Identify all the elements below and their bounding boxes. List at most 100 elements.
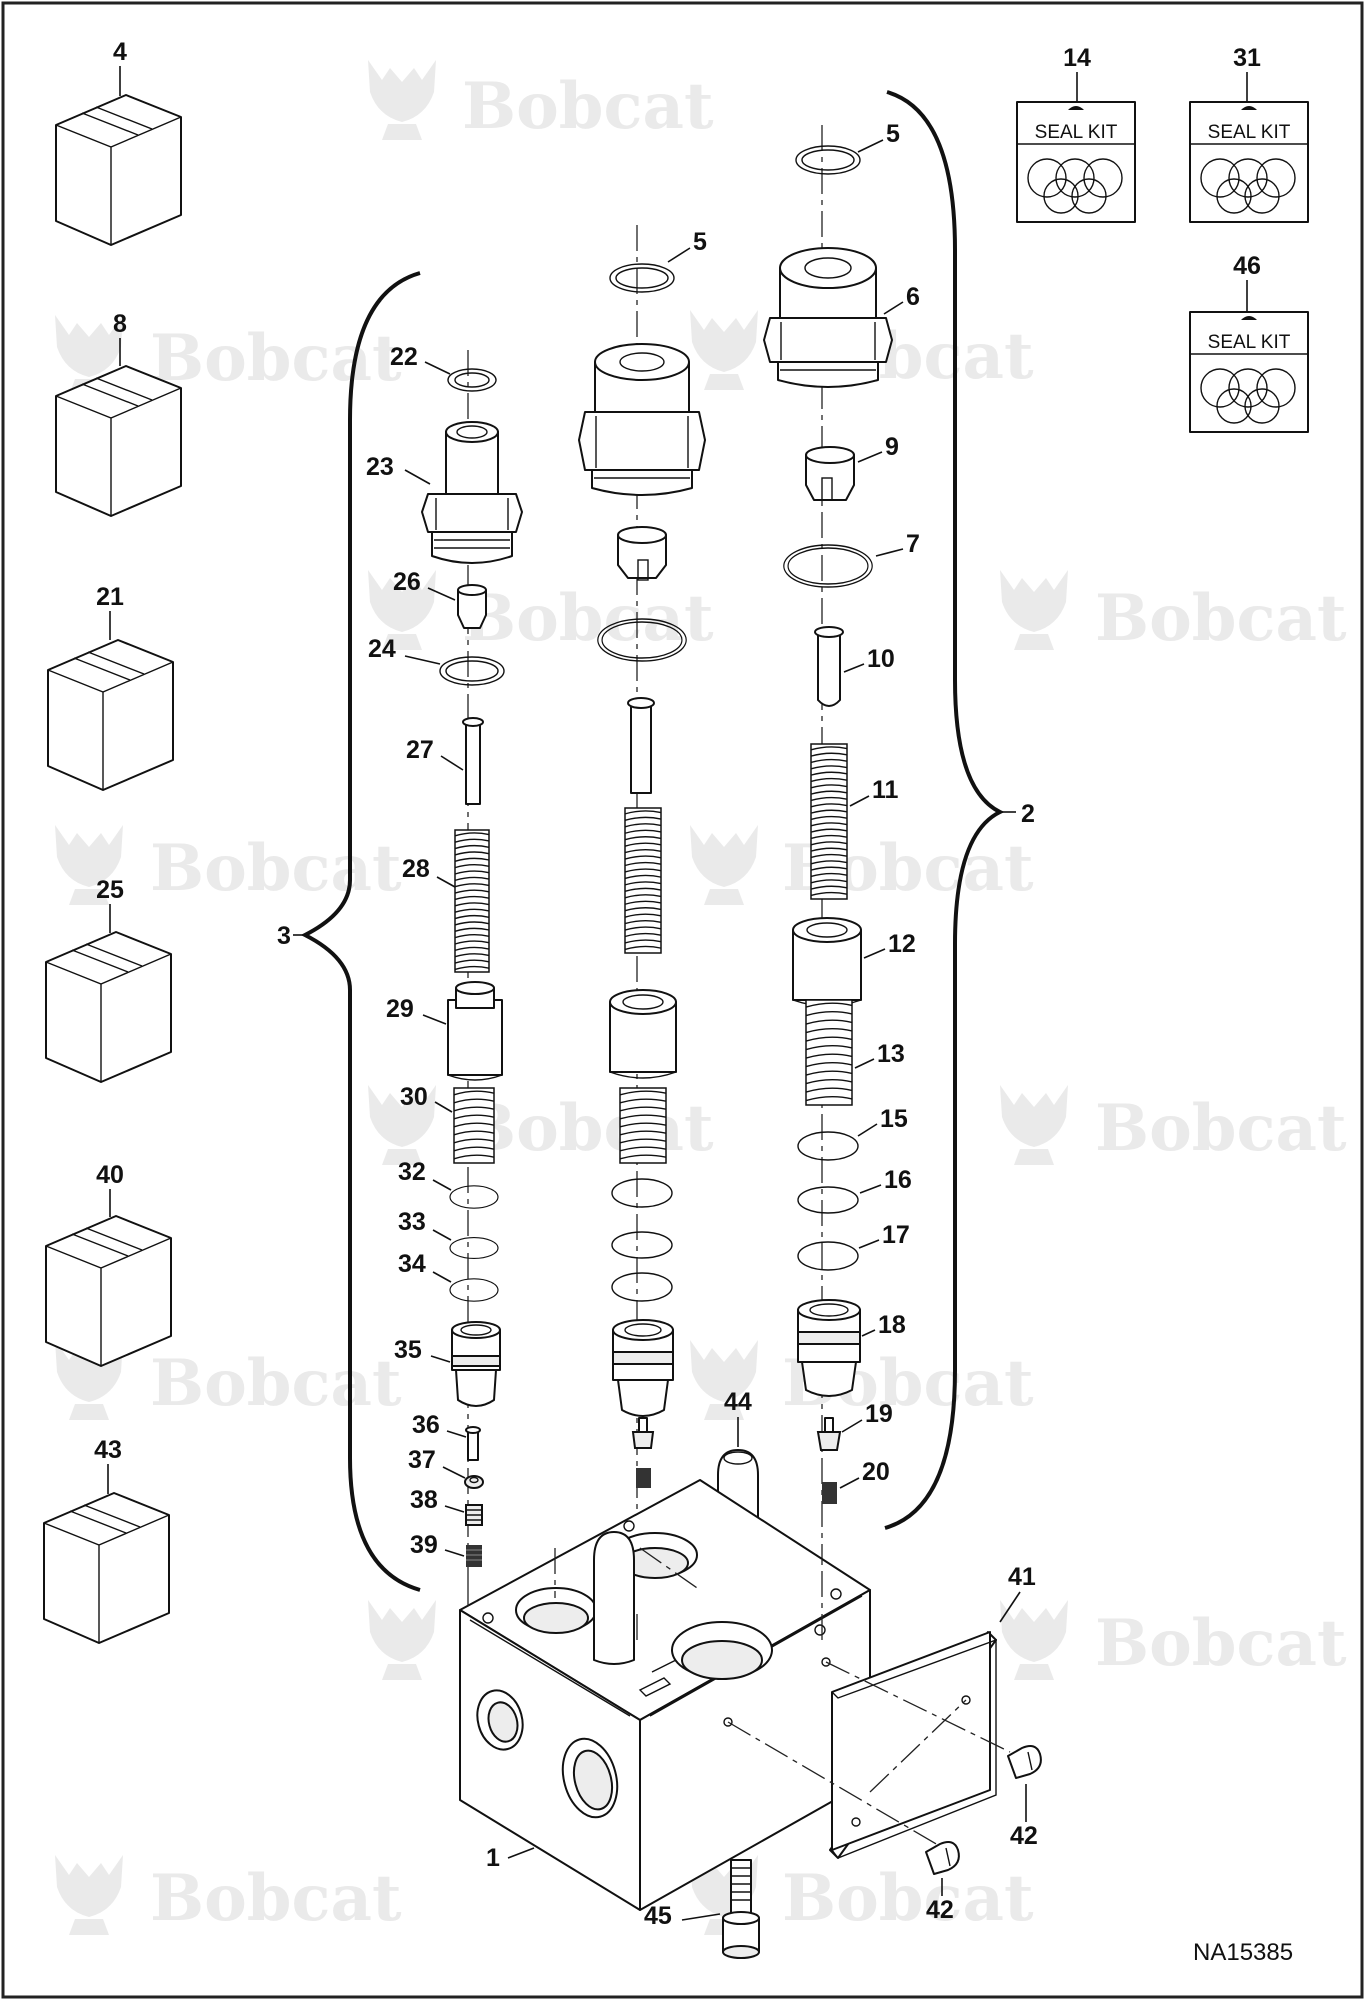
- brace-2: [884, 90, 1005, 1530]
- callout-10: 10: [867, 645, 895, 673]
- part-19-check: [816, 1417, 842, 1451]
- part-10-pin-center: [627, 697, 655, 794]
- callout-43: 43: [94, 1436, 122, 1464]
- part-7-oring: [783, 544, 873, 588]
- callout-23: 23: [366, 453, 394, 481]
- callout-19: 19: [865, 1400, 893, 1428]
- callout-5-center: 5: [693, 228, 707, 256]
- callout-6: 6: [906, 283, 920, 311]
- seal-kit-14: 14 SEAL KIT: [1016, 44, 1136, 223]
- part-19-check-center: [631, 1417, 655, 1449]
- watermark-text: Bobcat: [1095, 1606, 1347, 1681]
- callout-17: 17: [882, 1221, 910, 1249]
- callout-13: 13: [877, 1040, 905, 1068]
- part-38-plug: [465, 1504, 483, 1526]
- part-35-cartridge: [451, 1321, 501, 1407]
- callout-15: 15: [880, 1105, 908, 1133]
- callout-26: 26: [393, 568, 421, 596]
- callout-5: 5: [886, 120, 900, 148]
- part-13-spring-center: [619, 1087, 667, 1164]
- callout-7: 7: [906, 530, 920, 558]
- part-10-pin: [814, 626, 844, 707]
- part-12-sleeve-center: [609, 989, 677, 1079]
- part-9-poppet-center: [617, 526, 667, 581]
- seal-kit-31: 31 SEAL KIT: [1189, 44, 1309, 223]
- part-1-valve-body: [459, 1479, 875, 1911]
- part-11-spring: [810, 743, 848, 900]
- part-28-spring: [454, 829, 490, 973]
- callout-29: 29: [386, 995, 414, 1023]
- callout-41: 41: [1008, 1563, 1036, 1591]
- callout-32: 32: [398, 1158, 426, 1186]
- callout-16: 16: [884, 1166, 912, 1194]
- brace-3: [300, 271, 421, 1592]
- watermark-text: Bobcat: [150, 1861, 402, 1936]
- part-18-cartridge: [797, 1299, 861, 1397]
- part-13-spring: [805, 999, 853, 1106]
- callout-46: 46: [1233, 252, 1261, 280]
- seal-kit-label: SEAL KIT: [1035, 122, 1118, 143]
- kit-box-25: 25: [45, 876, 172, 1083]
- callout-42-lower: 42: [926, 1896, 954, 1924]
- part-17-ring: [797, 1241, 859, 1271]
- callout-33: 33: [398, 1208, 426, 1236]
- part-33-ring: [449, 1237, 499, 1259]
- part-37-washer: [464, 1475, 484, 1489]
- watermark-text: Bobcat: [1095, 1091, 1347, 1166]
- part-11-spring-center: [624, 807, 662, 954]
- part-5-oring: [795, 145, 861, 175]
- part-42-screw-upper: [1007, 1745, 1042, 1779]
- watermark-text: Bobcat: [150, 831, 402, 906]
- part-18-cartridge-center: [612, 1319, 674, 1417]
- callout-8: 8: [113, 310, 127, 338]
- callout-27: 27: [406, 736, 434, 764]
- part-6-housing: [763, 247, 893, 388]
- part-36-pin: [465, 1426, 481, 1461]
- watermark-layer: Bobcat Bobcat Bobcat Bobcat Bobcat Bobca…: [55, 60, 1347, 1936]
- callout-34: 34: [398, 1250, 426, 1278]
- part-26-poppet: [457, 584, 487, 629]
- part-20-plug: [822, 1482, 837, 1504]
- kit-box-40: 40: [45, 1161, 172, 1367]
- callout-11: 11: [872, 776, 899, 804]
- part-39-plug: [466, 1545, 482, 1567]
- part-17-ring-center: [611, 1272, 673, 1302]
- part-9-poppet: [805, 446, 855, 501]
- callout-28: 28: [402, 855, 430, 883]
- assembly-lines: [554, 1547, 701, 1598]
- watermark-text: Bobcat: [782, 1861, 1034, 1936]
- callout-40: 40: [96, 1161, 124, 1189]
- right-stack: 5 6 9 7 10: [763, 120, 920, 1504]
- callout-45: 45: [644, 1902, 672, 1930]
- callout-25: 25: [96, 876, 124, 904]
- part-29-sleeve: [447, 981, 503, 1081]
- part-24-oring: [439, 656, 505, 686]
- part-42-screw-lower: [925, 1841, 960, 1875]
- callout-35: 35: [394, 1336, 422, 1364]
- watermark-text: Bobcat: [462, 69, 714, 144]
- callout-14: 14: [1063, 44, 1091, 72]
- callout-22: 22: [390, 343, 418, 371]
- part-41-cover-plate: [829, 1631, 997, 1859]
- kit-box-43: 43: [43, 1436, 170, 1644]
- assembly-lines: [467, 1560, 823, 1640]
- callout-1: 1: [486, 1844, 500, 1872]
- part-22-oring: [447, 368, 497, 392]
- callout-36: 36: [412, 1411, 440, 1439]
- left-stack: 22 23 26 24 27: [366, 343, 523, 1567]
- part-45-bolt: [722, 1859, 760, 1959]
- callout-42-upper: 42: [1010, 1822, 1038, 1850]
- callout-38: 38: [410, 1486, 438, 1514]
- watermark-text: Bobcat: [462, 1091, 714, 1166]
- seal-kit-46: 46 SEAL KIT: [1189, 252, 1309, 433]
- part-32-ring: [449, 1185, 499, 1209]
- callout-24: 24: [368, 635, 396, 663]
- callout-9: 9: [885, 433, 899, 461]
- part-12-sleeve: [792, 917, 862, 1007]
- callout-21: 21: [96, 583, 124, 611]
- part-15-ring: [797, 1131, 859, 1161]
- callout-2: 2: [1021, 800, 1035, 828]
- screw-axis: [727, 1661, 1011, 1853]
- watermark-text: Bobcat: [150, 1346, 402, 1421]
